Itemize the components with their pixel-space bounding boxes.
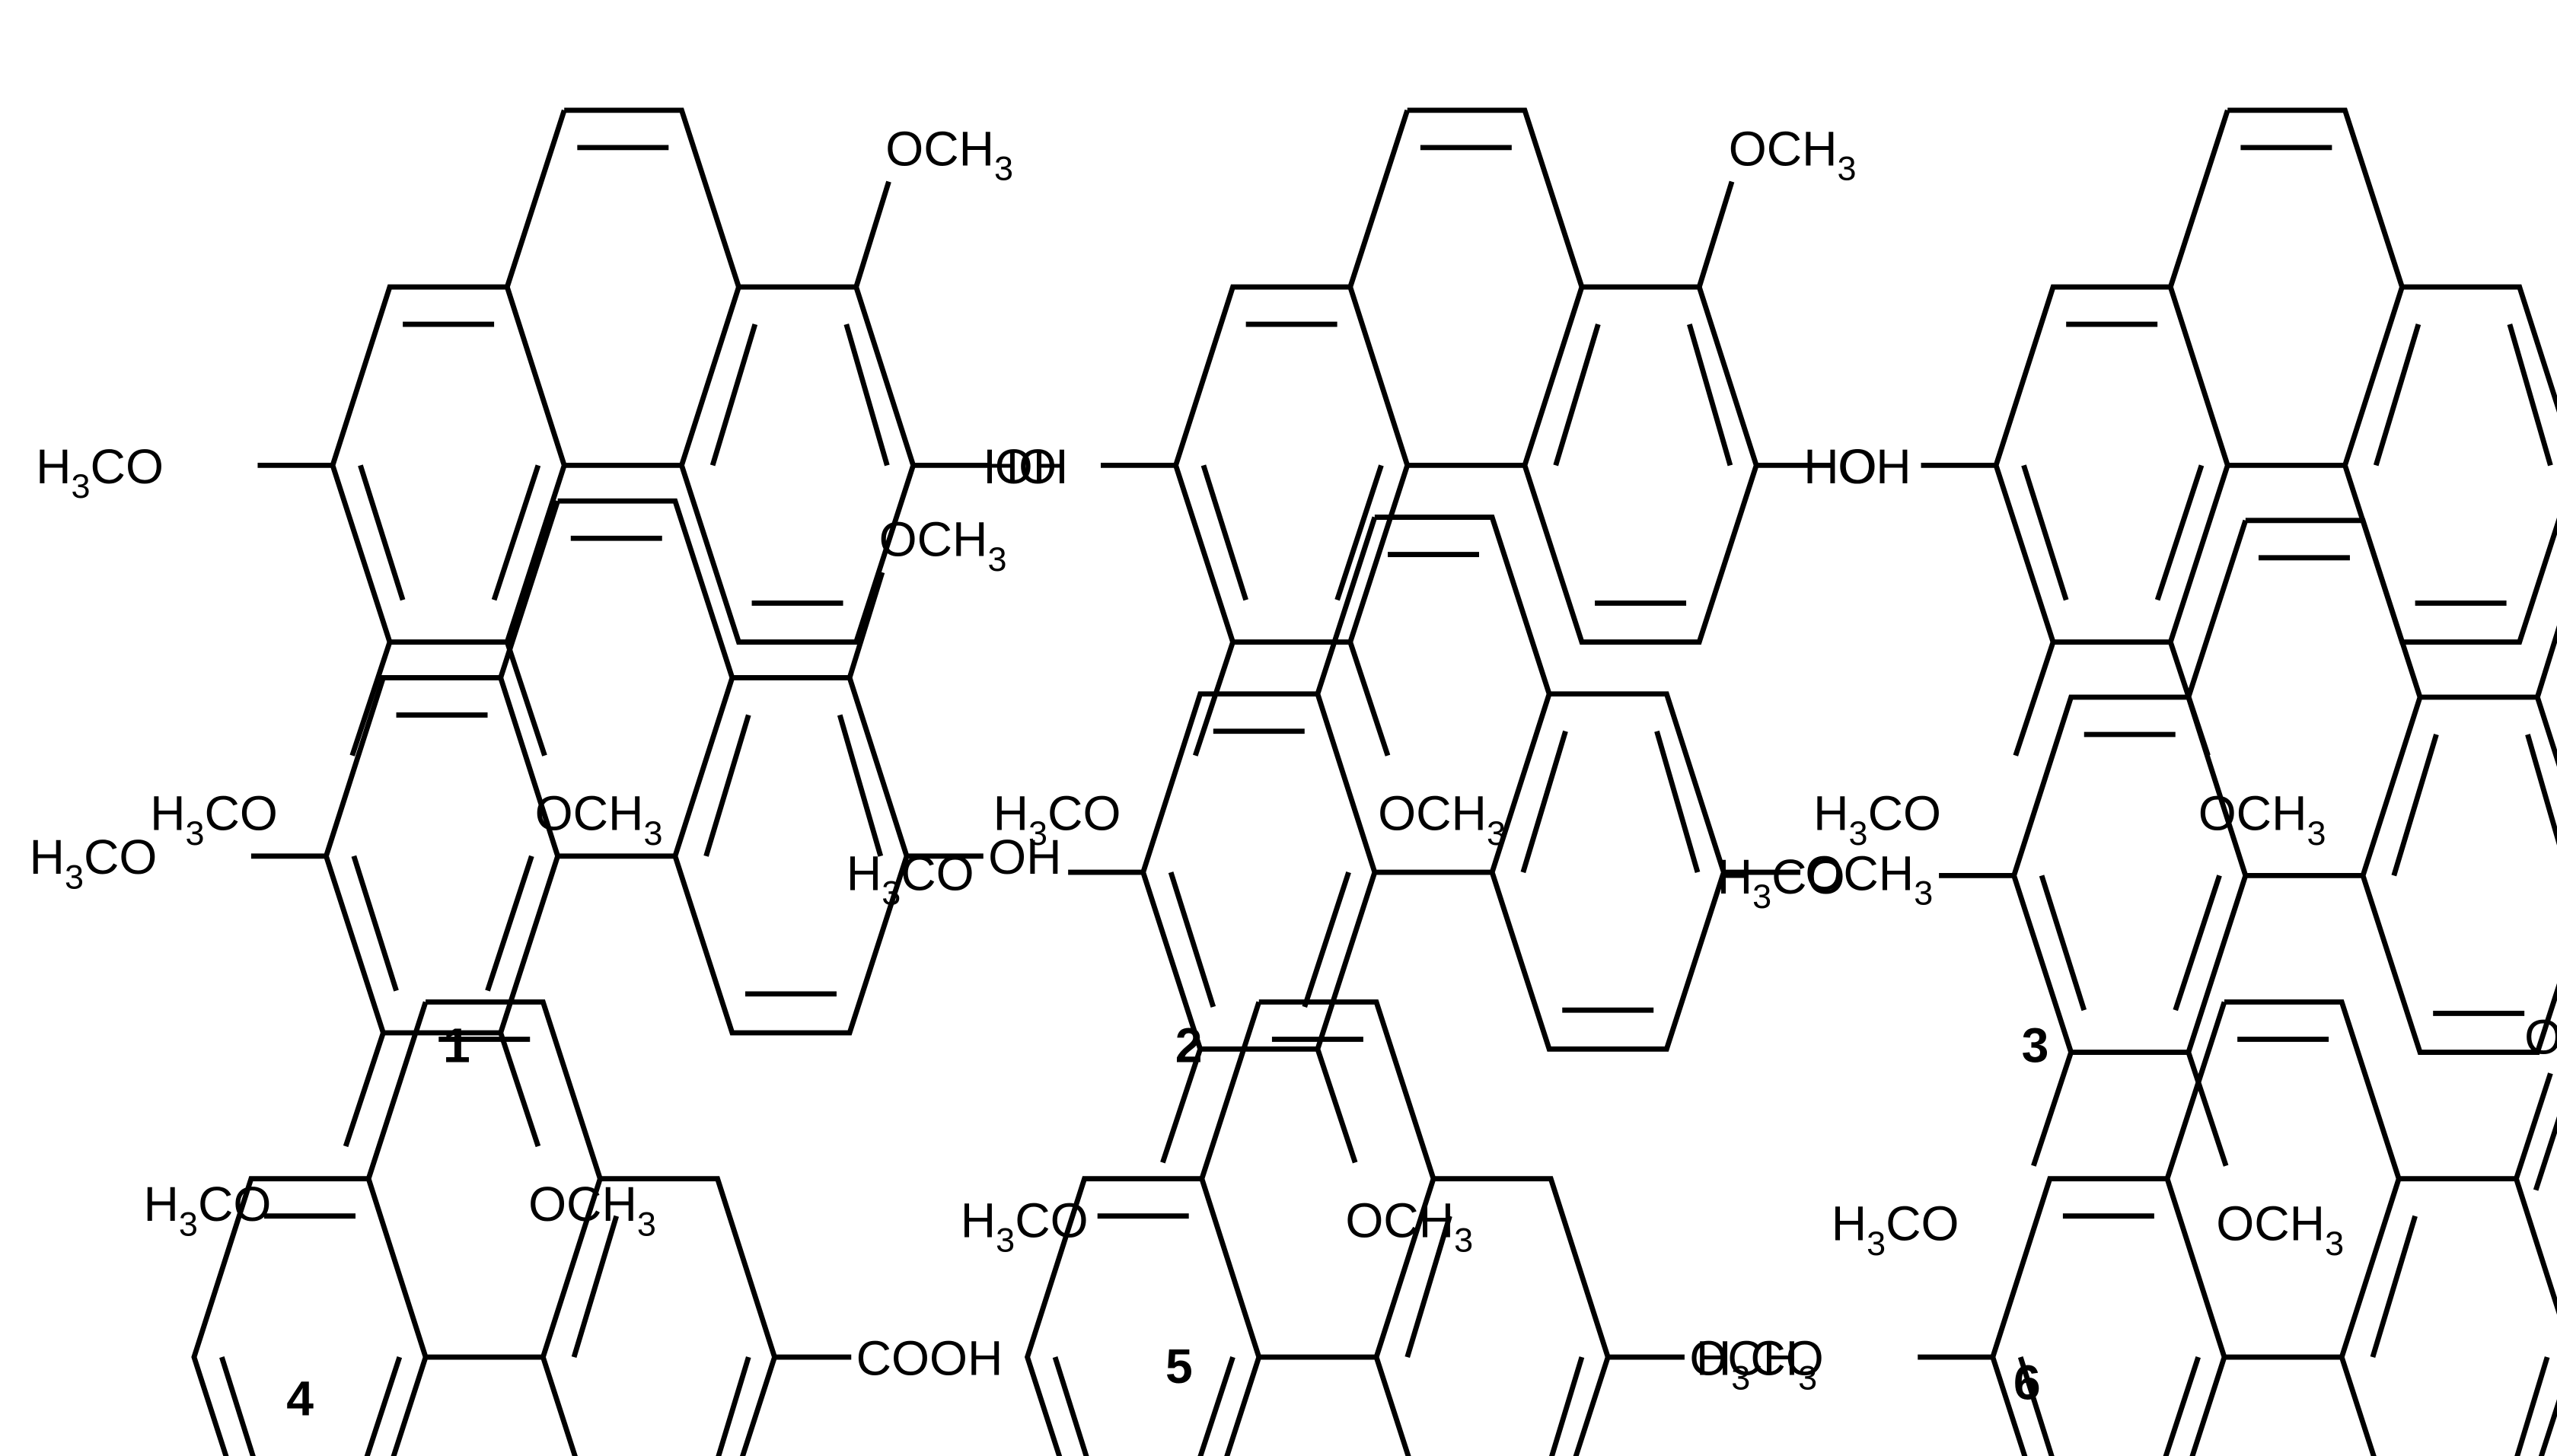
svg-text:HO: HO	[984, 439, 1057, 494]
svg-text:OH: OH	[988, 830, 1061, 884]
svg-text:OCH3: OCH3	[1378, 786, 1506, 852]
svg-text:H3CO: H3CO	[1813, 786, 1941, 852]
svg-text:O: O	[2524, 1010, 2557, 1065]
compound-1: OCH3 OH H3CO H3CO OCH3 1	[36, 107, 1068, 1073]
svg-text:OCH3: OCH3	[1729, 121, 1857, 187]
compound-7: COOH HOOC H3CO OCH3 7	[191, 999, 1003, 1456]
svg-text:OCH3: OCH3	[2216, 1196, 2344, 1263]
compound-label: 4	[286, 1372, 314, 1426]
compound-label: 3	[2022, 1018, 2049, 1073]
svg-text:H3CO: H3CO	[1717, 849, 1845, 916]
svg-text:H3CO: H3CO	[1832, 1196, 1959, 1263]
svg-text:OH: OH	[1838, 439, 1911, 494]
compound-5: OCH3 H3CO H3CO OCH3 5	[846, 515, 1933, 1394]
compound-4: OCH3 OH H3CO H3CO OCH3 4	[30, 498, 1062, 1426]
substituent-label: H3CO	[36, 439, 164, 505]
svg-text:H3CO: H3CO	[30, 830, 158, 896]
svg-text:OCH3: OCH3	[879, 512, 1007, 578]
svg-text:H3CO: H3CO	[846, 846, 974, 913]
substituent-label: H3CO	[150, 786, 278, 852]
svg-text:H3CO: H3CO	[144, 1177, 272, 1243]
substituent-label: OCH3	[885, 121, 1013, 187]
compound-3: OH HO H3CO OCH3 3	[1803, 107, 2557, 1073]
svg-text:COOH: COOH	[856, 1331, 1003, 1386]
substituent-label: OH	[995, 439, 1068, 494]
compound-6: OCH3 OCH3 H3CO H3CO OCH3 6	[1717, 518, 2557, 1410]
compound-9: O H3CO OHO OCH3 9	[1696, 999, 2557, 1456]
compound-label: 1	[443, 1018, 470, 1073]
compound-2: OCH3 OH HO H3CO OCH3 2	[984, 107, 1911, 1072]
svg-text:HO: HO	[1803, 439, 1876, 494]
compound-label: 5	[1165, 1339, 1193, 1394]
